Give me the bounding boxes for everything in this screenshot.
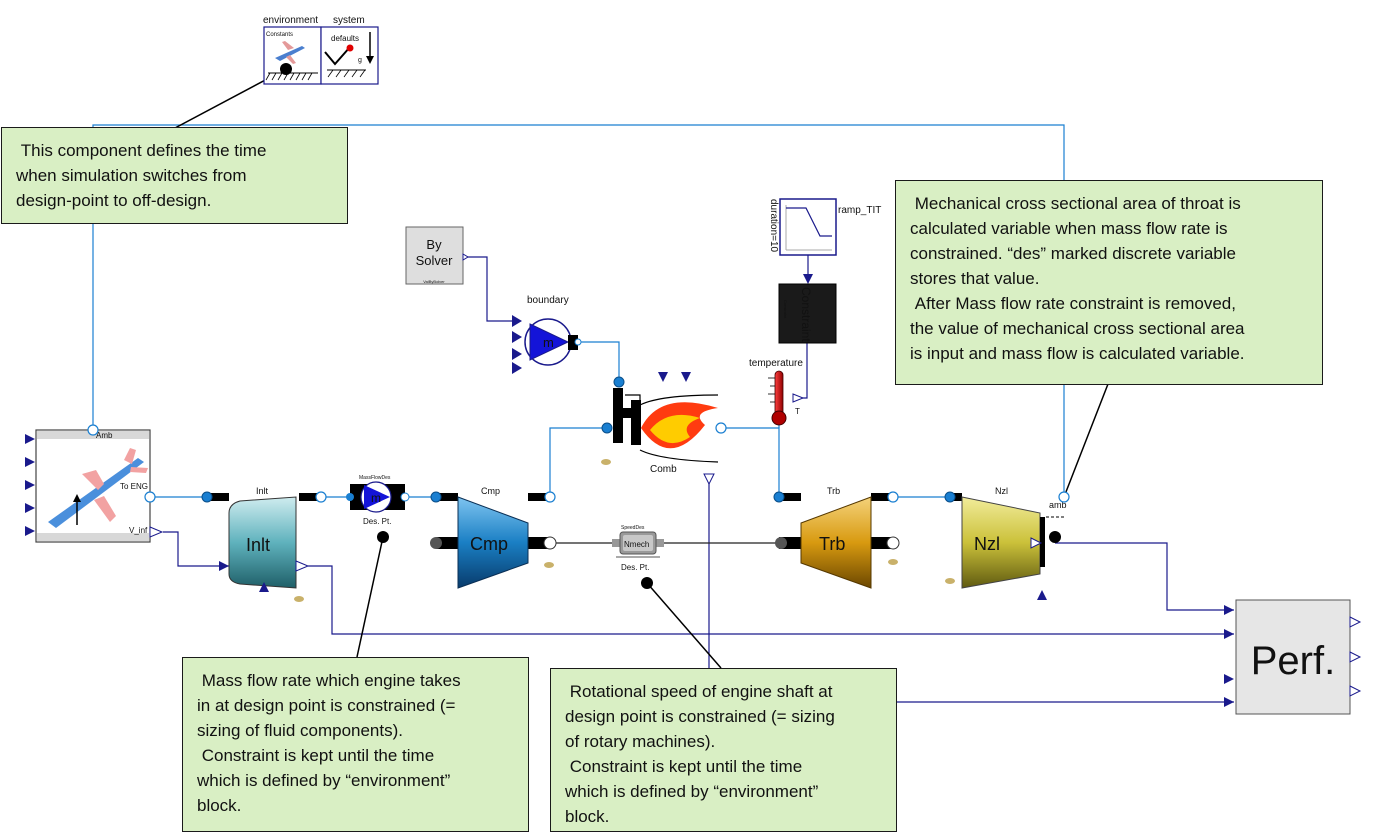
massflow-note-leader [356, 536, 384, 658]
thermometer-icon [774, 370, 784, 417]
constraint-sub: Constraint [783, 300, 788, 319]
environment-node-icon [280, 63, 292, 75]
ramp-label: ramp_TIT [838, 205, 881, 216]
environment-system-block[interactable]: environment system Constants defaults g [263, 15, 379, 85]
nzl-top-label: Nzl [995, 486, 1008, 496]
gas-flow-comb-trb [721, 427, 780, 497]
perf-signal-2 [308, 565, 1234, 635]
amb-block[interactable]: Amb To ENG V_inf [25, 424, 164, 543]
input-port-icon [512, 315, 522, 327]
by-solver-sub: ValByBolver [423, 279, 445, 284]
constraint-label: Constraint [799, 287, 813, 342]
comb-label: Comb [650, 464, 677, 475]
turbine-block[interactable]: Trb Trb [773, 486, 900, 589]
amb-label: Amb [96, 431, 113, 440]
aircraft-icon [48, 448, 148, 528]
inlt-body-label: Inlt [246, 535, 270, 555]
rotspeed-note-leader [646, 582, 722, 669]
cmp-top-label: Cmp [481, 486, 500, 496]
ramp-tit-block[interactable]: ramp_TIT duration=10 [768, 198, 881, 284]
boundary-m-label: m [543, 335, 554, 350]
cmp-body-label: Cmp [470, 534, 508, 554]
constraint-block[interactable]: Constraint Constraint [778, 283, 837, 344]
system-label: system [333, 15, 365, 26]
to-eng-label: To ENG [120, 482, 148, 491]
inlt-top-label: Inlt [256, 486, 269, 496]
compressor-block[interactable]: Cmp Cmp [430, 486, 557, 589]
airplane-icon [275, 41, 305, 64]
g-label: g [358, 57, 362, 64]
temperature-sensor[interactable]: temperature T [749, 358, 805, 426]
rotational-speed-note: Rotational speed of engine shaft at desi… [550, 668, 897, 832]
vinf-signal-line [163, 531, 229, 567]
massflow-node-icon [377, 531, 389, 543]
fuel-flow-line [578, 341, 620, 382]
mass-flow-note: Mass flow rate which engine takes in at … [182, 657, 529, 832]
nzl-body-label: Nzl [974, 534, 1000, 554]
nmech-top-label: SpeedDes [621, 525, 645, 531]
performance-block[interactable]: Perf. [1224, 599, 1362, 715]
temperature-label: temperature [749, 358, 803, 369]
by-solver-line1: By [426, 237, 442, 252]
constraint-signal-line [793, 343, 808, 399]
by-solver-block[interactable]: By Solver ValByBolver [405, 226, 469, 285]
t-label: T [795, 407, 800, 416]
boundary-block[interactable]: boundary m [512, 295, 582, 374]
nozzle-block[interactable]: Nzl Nzl amb [944, 486, 1070, 600]
massflow-top-label: MassFlowDes [359, 475, 391, 481]
mass-flow-design-block[interactable]: MassFlowDes m Des. Pt. [346, 475, 410, 543]
nmech-node-icon [641, 577, 653, 589]
des-pt-label-1: Des. Pt. [363, 517, 391, 526]
v-inf-label: V_inf [129, 526, 148, 535]
throat-note-leader [1063, 383, 1109, 498]
inlet-block[interactable]: Inlt Inlt [201, 486, 327, 602]
shaft-speed-design-block[interactable]: SpeedDes Nmech Des. Pt. [612, 525, 664, 589]
nmech-body-label: Nmech [624, 540, 649, 549]
perf-label: Perf. [1251, 639, 1335, 683]
boundary-label: boundary [527, 295, 569, 306]
trb-body-label: Trb [819, 534, 845, 554]
defaults-label: defaults [331, 34, 359, 43]
trb-top-label: Trb [827, 486, 840, 496]
environment-note: This component defines the time when sim… [1, 127, 348, 224]
flame-icon [641, 402, 718, 449]
nozzle-node-icon [1049, 531, 1061, 543]
environment-label: environment [263, 15, 318, 26]
des-pt-label-2: Des. Pt. [621, 563, 649, 572]
throat-area-note: Mechanical cross sectional area of throa… [895, 180, 1323, 385]
perf-signal-1 [1055, 542, 1234, 611]
solver-signal-line [466, 256, 512, 322]
amb2-label: amb [1049, 500, 1067, 510]
massflow-m-label: m [371, 491, 381, 505]
duration-label: duration=10 [768, 199, 779, 253]
gas-flow-cmp-comb [549, 427, 607, 497]
combustor-block[interactable]: Comb [601, 372, 727, 486]
by-solver-line2: Solver [416, 253, 454, 268]
constants-label: Constants [266, 32, 293, 38]
